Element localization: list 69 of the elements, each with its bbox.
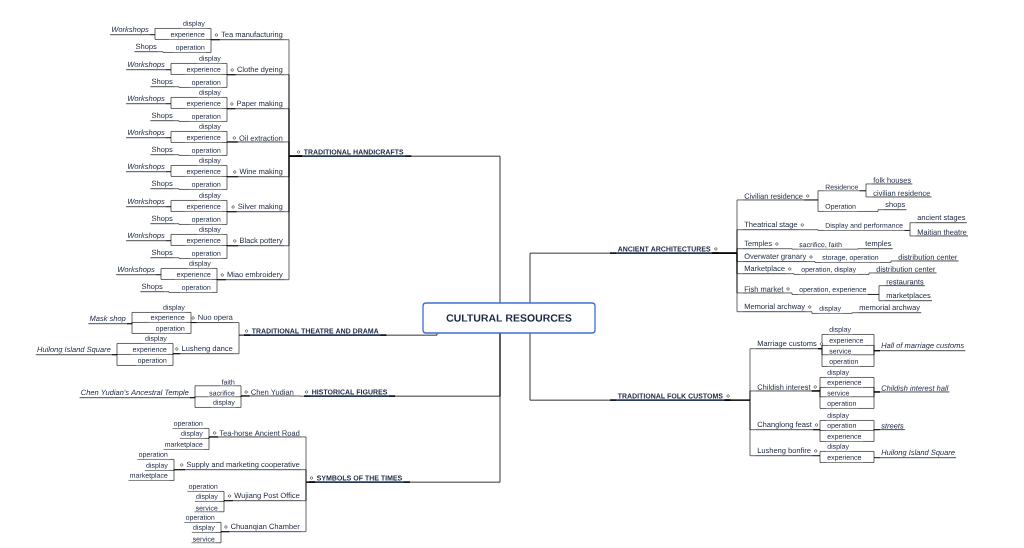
connector (173, 154, 191, 156)
connector (403, 333, 501, 483)
connector (856, 209, 885, 212)
connector (157, 51, 175, 53)
connector (185, 322, 197, 334)
connector (857, 391, 881, 409)
connector (149, 34, 170, 40)
connector (380, 333, 438, 336)
connector (221, 176, 239, 190)
connector (784, 292, 799, 295)
connector (856, 272, 876, 275)
connector (811, 390, 827, 409)
connector (173, 223, 191, 225)
connector (168, 469, 186, 481)
connector (404, 155, 501, 303)
connector (165, 171, 186, 177)
connector (803, 199, 825, 212)
connector (724, 399, 757, 456)
connector (807, 261, 822, 263)
connector (218, 500, 234, 513)
connector (811, 455, 827, 463)
connector (189, 397, 213, 408)
connector (859, 350, 881, 367)
connector (235, 395, 250, 408)
connector (812, 429, 827, 442)
connector (165, 240, 186, 246)
connector (221, 245, 239, 259)
connector (862, 429, 881, 442)
connector (712, 252, 744, 312)
connector (215, 531, 230, 544)
connector (283, 155, 303, 280)
connector (879, 260, 898, 263)
connector (233, 334, 251, 354)
connector (300, 481, 316, 532)
connector (165, 69, 186, 75)
connector (167, 353, 181, 366)
connector (221, 74, 237, 88)
connector (867, 294, 886, 301)
connector (859, 190, 873, 198)
connector (165, 103, 186, 109)
connector (221, 211, 237, 225)
connector (529, 333, 617, 401)
connector (862, 457, 881, 463)
connector (903, 230, 917, 237)
connector (203, 436, 219, 450)
connector (785, 273, 801, 275)
connector (841, 312, 859, 314)
connector (221, 141, 239, 156)
connector (155, 274, 176, 280)
connector (173, 188, 191, 190)
connector (165, 137, 186, 143)
connector (529, 252, 617, 303)
connector (805, 311, 819, 314)
connector (173, 257, 191, 259)
connector (173, 86, 191, 88)
connector (773, 248, 799, 250)
connector (163, 291, 181, 293)
connector (126, 323, 155, 334)
connector (165, 206, 186, 212)
connector (173, 120, 191, 122)
connector (842, 248, 865, 250)
central-topic-box: CULTURAL RESOURCES (422, 302, 596, 334)
connector (817, 348, 829, 367)
connector (205, 39, 221, 53)
connector (111, 354, 137, 366)
connector (221, 108, 236, 122)
connector (798, 229, 825, 231)
connector (211, 279, 227, 293)
connector (294, 395, 311, 397)
